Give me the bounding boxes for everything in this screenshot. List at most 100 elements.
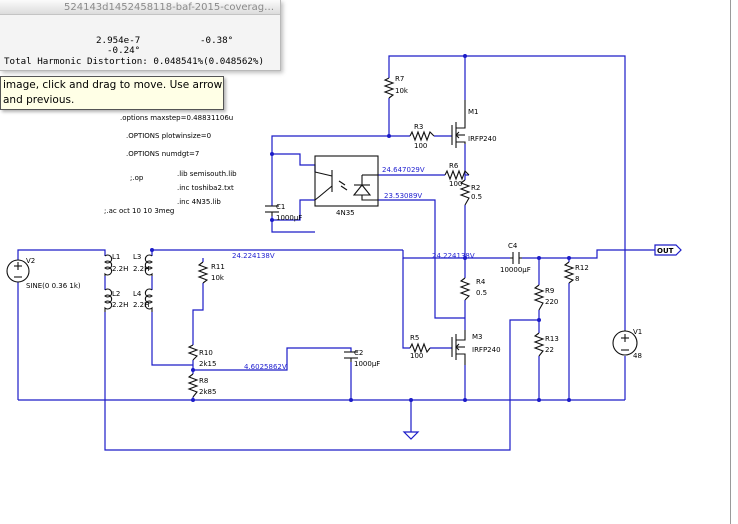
resistor-r11[interactable] <box>197 261 209 284</box>
nets-lower-opto-label: 23.53089V <box>384 192 422 200</box>
fft-results-window[interactable]: 524143d1452458118-baf-2015-coverag… 2.95… <box>0 0 281 71</box>
components-r7-value-label: 10k <box>395 87 409 95</box>
components-c4-value-label: 10000µF <box>500 266 531 274</box>
component-labels: R7 10k R3 100 M1 IRFP240 R6 100 R2 0.5 C… <box>26 75 642 396</box>
capacitor-c1[interactable] <box>265 205 279 216</box>
directives-ac-label: ;.ac oct 10 10 3meg <box>104 207 174 215</box>
resistor-r9[interactable] <box>533 284 545 311</box>
out-flag[interactable]: OUT <box>654 244 682 256</box>
components-r4-name-label: R4 <box>476 278 486 286</box>
mosfet-m1[interactable] <box>451 100 466 148</box>
components-m3-name-label: M3 <box>472 333 483 341</box>
components-v1-name-label: V1 <box>633 328 642 336</box>
capacitor-c4[interactable] <box>510 252 522 264</box>
components-r8-value-label: 2k85 <box>199 388 216 396</box>
tooltip-line2: and previous. <box>3 94 75 106</box>
components-c4-name-label: C4 <box>508 242 518 250</box>
components-r10-name-label: R10 <box>199 349 213 357</box>
nets-output-node-label: 24.224138V <box>432 252 475 260</box>
components-l1-value-label: 2.2H <box>112 265 128 273</box>
inductor-l3[interactable] <box>144 254 153 276</box>
components-r12-value-label: 8 <box>575 275 579 283</box>
net-labels: 24.647029V 23.53089V 24.224138V 24.22413… <box>232 166 475 371</box>
components-r11-value-label: 10k <box>211 274 225 282</box>
voltage-source-v1[interactable] <box>612 330 638 356</box>
resistor-r12[interactable] <box>563 261 575 284</box>
components-m1-model-label: IRFP240 <box>468 135 497 143</box>
resistor-r7[interactable] <box>383 77 395 99</box>
fft-window-title[interactable]: 524143d1452458118-baf-2015-coverag… <box>0 0 280 15</box>
components-l2-name-label: L2 <box>112 290 120 298</box>
components-r8-name-label: R8 <box>199 377 208 385</box>
nets-bias-node-label: 4.6025862V <box>244 363 287 371</box>
components-r5-value-label: 100 <box>410 352 423 360</box>
resistor-r5[interactable] <box>409 342 431 354</box>
fft-row1-phase: -0.38° <box>200 35 234 46</box>
wires <box>17 55 655 451</box>
components-l2-value-label: 2.2H <box>112 301 128 309</box>
resistor-r10[interactable] <box>187 344 199 361</box>
fft-row2-phase: -0.24° <box>107 45 141 56</box>
components-r2-name-label: R2 <box>471 184 480 192</box>
components-r9-name-label: R9 <box>545 287 554 295</box>
components-r3-value-label: 100 <box>414 142 427 150</box>
directives-maxstep-label: .options maxstep=0.48831106u <box>120 114 233 122</box>
components-l4-value-label: 2.2H <box>133 301 149 309</box>
optocoupler-4n35[interactable] <box>314 155 379 207</box>
components-c2-name-label: C2 <box>354 349 363 357</box>
components-v1-value-label: 48 <box>633 352 642 360</box>
components-r6-value-label: 100 <box>449 180 462 188</box>
components-opto-name-label: 4N35 <box>336 209 355 217</box>
junctions <box>150 54 571 402</box>
components-r13-name-label: R13 <box>545 335 559 343</box>
components-c1-name-label: C1 <box>276 203 285 211</box>
directives-lib-label: .lib semisouth.lib <box>177 170 237 178</box>
components-m1-name-label: M1 <box>468 108 479 116</box>
capacitor-c2[interactable] <box>344 351 358 362</box>
nets-upper-opto-label: 24.647029V <box>382 166 425 174</box>
components-r5-name-label: R5 <box>410 334 419 342</box>
components-r10-value-label: 2k15 <box>199 360 216 368</box>
components-l1-name-label: L1 <box>112 253 120 261</box>
out-flag-label: OUT <box>657 247 674 255</box>
directives-inc1-label: .inc toshiba2.txt <box>177 184 234 192</box>
inductor-l1[interactable] <box>104 254 113 276</box>
components-r6-name-label: R6 <box>449 162 459 170</box>
components-r3-name-label: R3 <box>414 123 423 131</box>
resistor-r2[interactable] <box>459 179 471 206</box>
components-r12-name-label: R12 <box>575 264 589 272</box>
components-v2-name-label: V2 <box>26 257 35 265</box>
inductor-l4[interactable] <box>144 288 153 312</box>
mosfet-m3[interactable] <box>451 330 466 365</box>
directives-op-label: ;.op <box>130 174 144 182</box>
components-l3-value-label: 2.2H <box>133 265 149 273</box>
fft-row1-value: 2.954e-7 <box>96 35 141 46</box>
voltage-source-v2[interactable] <box>6 259 30 283</box>
drag-tooltip: image, click and drag to move. Use arrow… <box>0 76 224 110</box>
nets-input-rail-label: 24.224138V <box>232 252 275 260</box>
components-r13-value-label: 22 <box>545 346 554 354</box>
components-r11-name-label: R11 <box>211 263 225 271</box>
directives-numdgt-label: .OPTIONS numdgt=7 <box>126 150 199 158</box>
directives-plotwinsize-label: .OPTIONS plotwinsize=0 <box>126 132 211 140</box>
components-r9-value-label: 220 <box>545 298 558 306</box>
resistor-r6[interactable] <box>444 169 470 181</box>
inductor-l2[interactable] <box>104 288 113 312</box>
resistor-r13[interactable] <box>533 332 545 357</box>
ground-symbol <box>402 431 420 440</box>
resistor-r4[interactable] <box>459 277 471 301</box>
components-r4-value-label: 0.5 <box>476 289 487 297</box>
components-c1-value-label: 1000µF <box>276 214 302 222</box>
spice-directives: .options maxstep=0.48831106u .OPTIONS pl… <box>104 114 237 215</box>
resistor-r8[interactable] <box>187 373 199 398</box>
components-l3-name-label: L3 <box>133 253 141 261</box>
components-m3-model-label: IRFP240 <box>472 346 501 354</box>
components-v2-value-label: SINE(0 0.36 1k) <box>26 282 81 290</box>
components-r7-name-label: R7 <box>395 75 404 83</box>
resistor-r3[interactable] <box>409 130 435 142</box>
tooltip-line1: image, click and drag to move. Use arrow <box>3 79 223 91</box>
components-c2-value-label: 1000µF <box>354 360 380 368</box>
right-scrollbar[interactable] <box>724 0 738 524</box>
thd-readout: Total Harmonic Distortion: 0.048541%(0.0… <box>4 56 264 67</box>
